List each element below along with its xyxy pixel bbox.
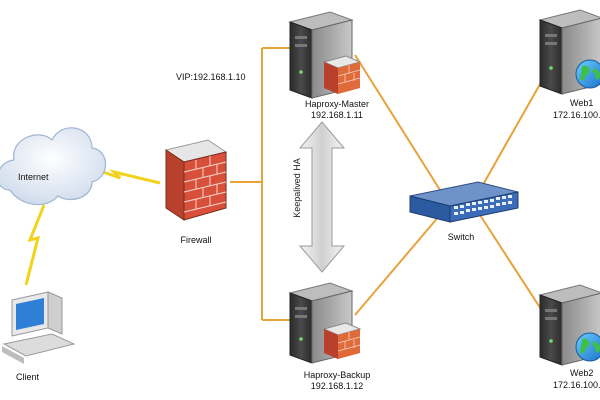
vip-label: VIP:192.168.1.10 — [176, 72, 246, 82]
web1-label: Web1 — [570, 98, 594, 108]
double-arrow-icon — [298, 121, 346, 273]
lightning-client-internet — [24, 204, 46, 286]
brick-wall-icon — [164, 139, 228, 221]
haproxy-master-label: Haproxy-Master — [304, 99, 370, 109]
switch-label: Switch — [447, 232, 475, 242]
server-with-globe-icon — [538, 9, 600, 95]
links — [230, 47, 549, 321]
link-switch-web2 — [479, 214, 549, 321]
server-with-firewall-icon — [288, 282, 362, 364]
cloud-icon — [0, 127, 106, 206]
network-switch-icon — [409, 181, 519, 223]
internet-label: Internet — [18, 172, 49, 182]
computer-icon — [2, 291, 76, 364]
web2-label: Web2 — [570, 368, 594, 378]
link-backup-switch — [354, 214, 441, 316]
haproxy-backup-ip: 192.168.1.12 — [310, 381, 364, 391]
keepalived-label: Keepalived HA — [292, 158, 302, 218]
web2-ip: 172.16.100. — [553, 380, 600, 390]
server-with-firewall-icon — [288, 11, 362, 99]
haproxy-master-ip: 192.168.1.11 — [311, 110, 363, 120]
client-label: Client — [16, 372, 40, 382]
lightning-internet-firewall — [91, 166, 161, 185]
link-switch-web1 — [479, 69, 549, 191]
web1-ip: 172.16.100. — [553, 110, 600, 120]
lightning-links — [24, 166, 161, 286]
server-with-globe-icon — [538, 284, 600, 366]
haproxy-backup-label: Haproxy-Backup — [303, 370, 371, 380]
firewall-label: Firewall — [180, 235, 212, 245]
link-master-switch — [354, 54, 441, 191]
